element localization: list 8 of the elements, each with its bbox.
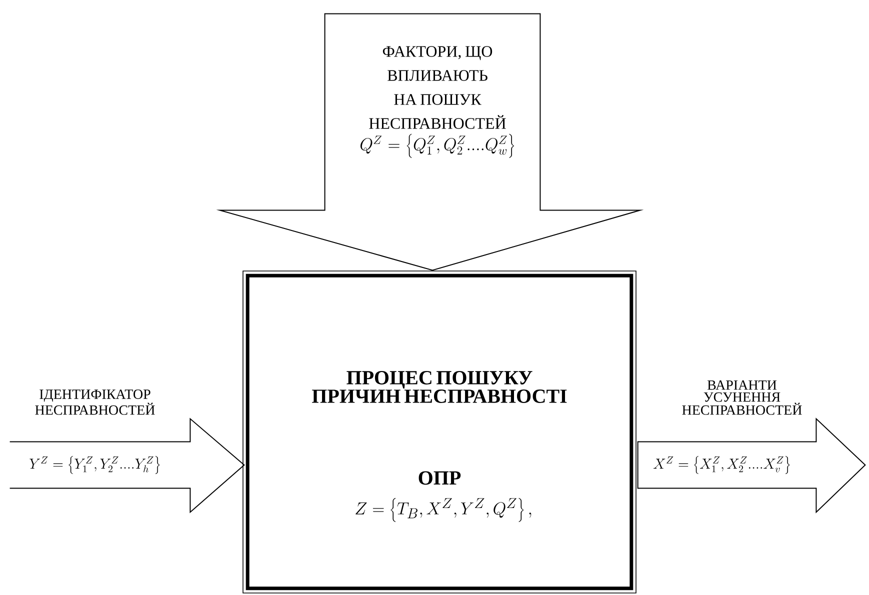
- formula: $Z=\left\{T_B,X^Z,Y^Z,Q^Z\right\},$: [356, 498, 532, 522]
- arrow-text: ФАКТОРИ, ЩО ВПЛИВАЮТЬ НА ПОШУК НЕСПРАВНОСТЕЙ $Q^Z=\left\{Q_1^Z,Q_2^Z....Q_w^Z\right\}$: [360, 46, 514, 158]
- heading: ІДЕНТИФІКАТОР НЕСПРАВНОСТЕЙ: [35, 390, 155, 415]
- process-label: ОПР: [418, 471, 461, 485]
- heading: ВАРІАНТИ УСУНЕННЯ НЕСПРАВНОСТЕЙ: [682, 380, 802, 415]
- formula: $X^Z=\left\{X_1^Z,X_2^Z....X_v^Z\right\}$: [653, 456, 790, 474]
- process-title: ПРОЦЕС ПОШУКУ ПРИЧИН НЕСПРАВНОСТІ: [312, 371, 567, 403]
- formula: $Y^Z=\left\{Y_1^Z,Y_2^Z....Y_h^Z\right\}$: [30, 456, 160, 474]
